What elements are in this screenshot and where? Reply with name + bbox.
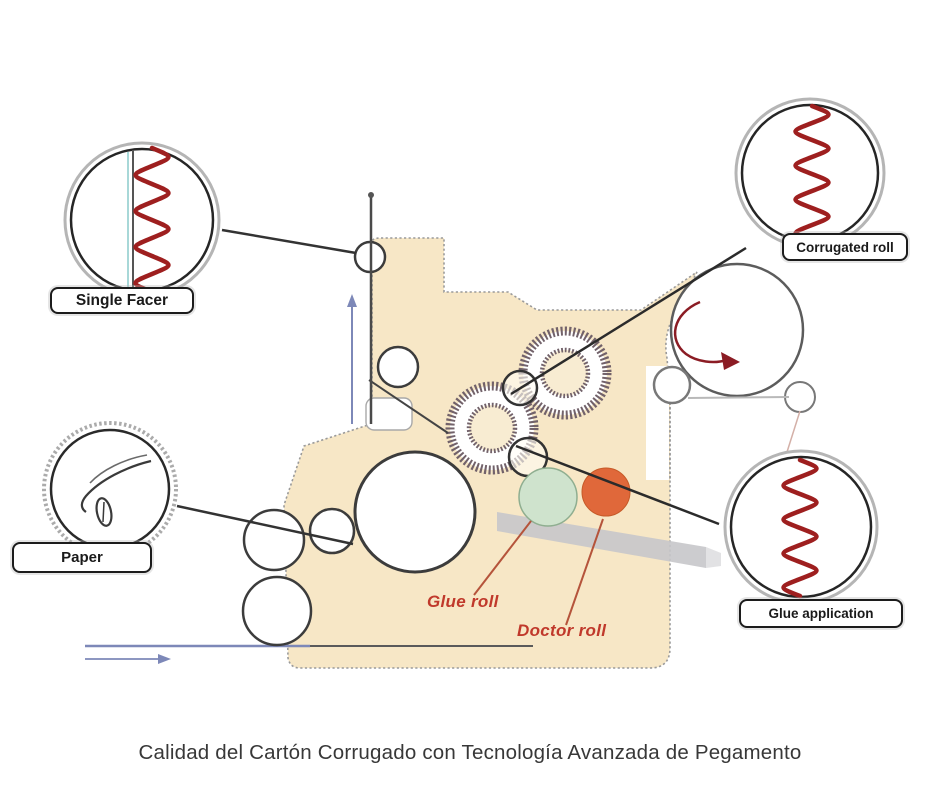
diagram-caption: Calidad del Cartón Corrugado con Tecnolo…: [138, 741, 802, 764]
doctor-roll-pointer-line: [565, 518, 604, 626]
callout-corrugated-roll: [734, 97, 886, 249]
corrugated-roll-label: Corrugated roll: [782, 233, 908, 261]
corrugating-roll-upper: [518, 326, 612, 420]
feed-roll-small: [308, 507, 356, 555]
feed-roll-lower: [241, 575, 313, 647]
idler-roll-right-of-preheater: [784, 381, 816, 413]
doctor-roll: [581, 467, 631, 517]
preheater-roll: [669, 262, 805, 398]
glue-application-connector-line: [515, 444, 720, 526]
preheater-underline: [687, 396, 790, 399]
corrugated-roll-connector-line: [510, 246, 747, 396]
single-facer-label: Single Facer: [50, 287, 194, 314]
callout-paper: [42, 421, 178, 557]
corrugating-roll-lower: [445, 381, 539, 475]
flute-wave-icon: [793, 103, 831, 245]
pressure-roll-large: [353, 450, 477, 574]
glue-roll-label: Glue roll: [427, 592, 499, 611]
feed-roll-upper: [242, 508, 306, 572]
flute-wave-icon: [133, 145, 171, 295]
web-vertical-line: [368, 192, 374, 424]
board-output-band-tail: [706, 547, 721, 568]
paper-feed-direction-arrow: [85, 654, 171, 664]
glue-wave-icon: [781, 457, 819, 599]
body-notch: [365, 397, 413, 431]
paper-feed-vertical-arrow: [347, 294, 357, 424]
rotation-arrow-icon: [673, 300, 740, 370]
glue-roll: [518, 467, 578, 527]
glue-roll-pointer-line: [473, 520, 532, 596]
glue-application-label: Glue application: [739, 599, 903, 628]
callout-single-facer: [63, 141, 221, 299]
guide-roll-upper-left: [376, 345, 420, 389]
web-path-line: [368, 379, 449, 434]
faint-glue-feed-line: [786, 410, 801, 453]
paper-curl-icon: [80, 454, 152, 527]
paper-connector-line: [176, 504, 354, 546]
callout-glue-application: [723, 449, 879, 605]
idler-roll-left-of-preheater: [652, 365, 692, 405]
doctor-roll-label: Doctor roll: [517, 621, 607, 640]
single-facer-connector-line: [221, 228, 357, 255]
paper-label: Paper: [12, 542, 152, 573]
